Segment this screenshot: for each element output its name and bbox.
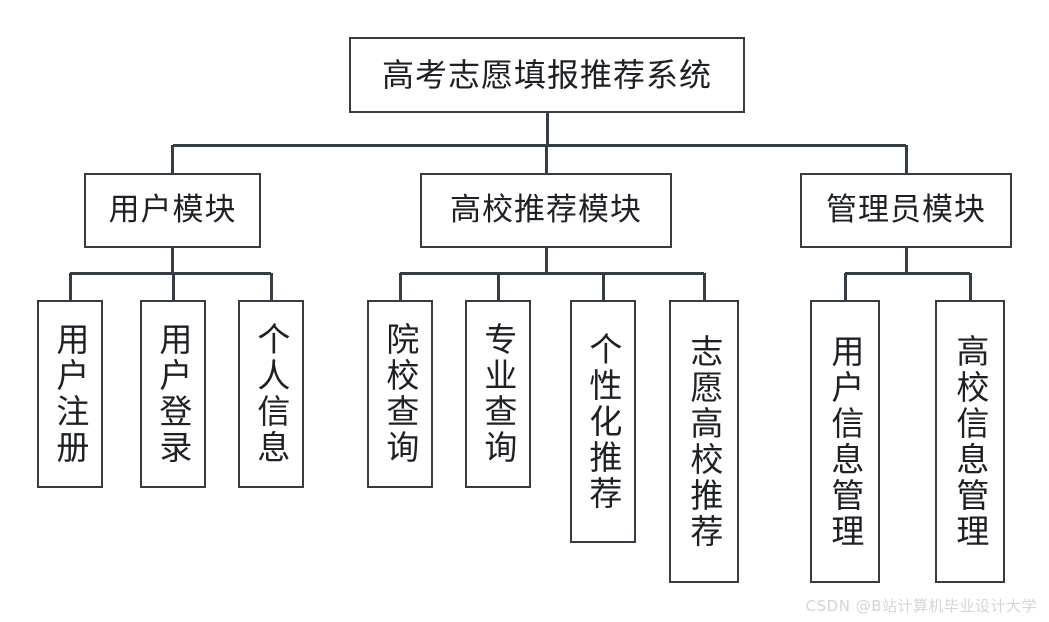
connector-module-2-stem [545, 248, 548, 273]
leaf-node-2-2: 专业查询 [465, 300, 531, 488]
connector-level2-bus-3 [845, 272, 970, 275]
connector-leaf-1-3 [270, 273, 273, 300]
module-node-2: 高校推荐模块 [420, 173, 672, 248]
leaf-node-1-2-label: 用户登录 [153, 322, 193, 466]
module-node-2-label: 高校推荐模块 [450, 192, 642, 228]
leaf-node-3-1: 用户信息管理 [810, 300, 880, 583]
watermark-text: CSDN @B站计算机毕业设计大学 [805, 597, 1037, 615]
leaf-node-2-1-label: 院校查询 [380, 322, 420, 466]
leaf-node-1-3: 个人信息 [238, 300, 304, 488]
connector-root-stem [546, 113, 549, 145]
leaf-node-1-3-label: 个人信息 [251, 322, 291, 466]
leaf-node-1-1: 用户注册 [37, 300, 103, 488]
connector-level1-bus [172, 144, 906, 147]
leaf-node-2-4: 志愿高校推荐 [669, 300, 739, 583]
root-node-label: 高考志愿填报推荐系统 [381, 56, 712, 94]
connector-leaf-2-2 [497, 273, 500, 300]
leaf-node-1-1-label: 用户注册 [50, 322, 90, 466]
module-node-1: 用户模块 [84, 173, 261, 248]
module-node-1-label: 用户模块 [108, 192, 237, 228]
connector-module-1-stem [171, 248, 174, 273]
leaf-node-3-2: 高校信息管理 [935, 300, 1005, 583]
connector-module-1-drop [171, 145, 174, 173]
leaf-node-1-2: 用户登录 [140, 300, 206, 488]
root-node: 高考志愿填报推荐系统 [349, 37, 745, 113]
module-node-3: 管理员模块 [800, 173, 1012, 248]
connector-leaf-3-1 [844, 273, 847, 300]
connector-module-3-drop [905, 145, 908, 173]
connector-leaf-3-2 [969, 273, 972, 300]
leaf-node-2-4-label: 志愿高校推荐 [684, 333, 724, 550]
connector-module-3-stem [905, 248, 908, 273]
leaf-node-3-2-label: 高校信息管理 [950, 333, 990, 550]
module-node-3-label: 管理员模块 [826, 192, 986, 228]
connector-leaf-2-3 [602, 273, 605, 300]
leaf-node-2-3-label: 个性化推荐 [583, 331, 623, 512]
connector-module-2-drop [545, 145, 548, 173]
connector-level2-bus-2 [400, 272, 704, 275]
leaf-node-2-1: 院校查询 [367, 300, 433, 488]
connector-leaf-1-2 [172, 273, 175, 300]
connector-leaf-2-1 [399, 273, 402, 300]
leaf-node-2-3: 个性化推荐 [570, 300, 636, 543]
connector-leaf-2-4 [703, 273, 706, 300]
leaf-node-2-2-label: 专业查询 [478, 322, 518, 466]
leaf-node-3-1-label: 用户信息管理 [825, 333, 865, 550]
connector-leaf-1-1 [69, 273, 72, 300]
connector-level2-bus-1 [70, 272, 271, 275]
